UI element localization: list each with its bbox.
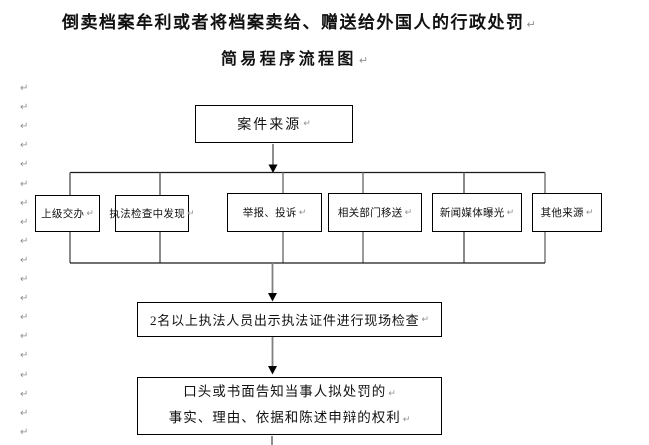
paragraph-mark: ↵	[20, 426, 29, 438]
paragraph-mark: ↵	[20, 140, 29, 152]
paragraph-mark: ↵	[20, 83, 29, 94]
paragraph-mark: ↵	[20, 331, 29, 343]
paragraph-mark: ↵	[526, 18, 536, 31]
source-label: 执法检查中发现	[109, 209, 186, 220]
paragraph-mark: ↵	[20, 293, 29, 305]
paragraph-mark: ↵	[20, 102, 29, 114]
source-label: 其他来源	[540, 208, 584, 219]
flow-box-source-other: 其他来源↵	[532, 193, 602, 232]
paragraph-mark: ↵	[20, 121, 29, 133]
paragraph-mark: ↵	[20, 388, 29, 400]
paragraph-mark: ↵	[303, 119, 311, 129]
paragraph-mark: ↵	[585, 207, 594, 218]
source-label: 举报、投诉	[242, 208, 297, 219]
paragraph-mark: ↵	[506, 207, 515, 218]
flow-box-source-superior-assignment: 上级交办↵	[35, 195, 100, 232]
arrowhead-to-inspection	[268, 293, 277, 302]
flow-box-source-report-complaint: 举报、投诉↵	[227, 193, 322, 232]
flow-box-source-media-exposure: 新闻媒体曝光↵	[432, 193, 522, 232]
paragraph-mark: ↵	[20, 178, 29, 190]
document-title-line2: 简易程序流程图↵	[221, 45, 368, 69]
paragraph-mark: ↵	[20, 407, 29, 419]
flow-box-source-department-transfer: 相关部门移送↵	[328, 193, 422, 232]
title-line2-text: 简易程序流程图	[221, 51, 357, 68]
flow-box-source-enforcement-inspection: 执法检查中发现↵	[109, 195, 195, 232]
case-source-label: 案件来源	[237, 118, 302, 133]
paragraph-mark: ↵	[20, 216, 29, 228]
paragraph-mark: ↵	[20, 369, 29, 381]
flow-box-notify-party: 口头或书面告知当事人拟处罚的↵ 事实、理由、依据和陈述申辩的权利↵	[137, 377, 442, 435]
paragraph-mark: ↵	[20, 197, 29, 209]
notification-line2: 事实、理由、依据和陈述申辩的权利↵	[168, 410, 411, 425]
arrowhead-to-notification	[268, 366, 277, 375]
paragraph-mark: ↵	[20, 159, 29, 171]
arrowhead-case-source	[268, 164, 278, 173]
paragraph-mark: ↵	[404, 207, 413, 218]
paragraph-mark: ↵	[187, 208, 195, 219]
paragraph-mark: ↵	[402, 415, 411, 425]
paragraph-mark: ↵	[20, 274, 29, 285]
flow-box-onsite-inspection: 2名以上执法人员出示执法证件进行现场检查↵	[137, 302, 442, 337]
source-label: 上级交办	[41, 209, 85, 220]
source-label: 相关部门移送	[337, 208, 403, 219]
paragraph-mark: ↵	[20, 254, 29, 266]
paragraph-mark: ↵	[421, 314, 430, 325]
paragraph-mark: ↵	[20, 350, 29, 362]
inspection-step-label: 2名以上执法人员出示执法证件进行现场检查	[149, 313, 420, 328]
source-label: 新闻媒体曝光	[439, 208, 505, 219]
paragraph-mark: ↵	[298, 207, 307, 218]
notification-line1: 口头或书面告知当事人拟处罚的↵	[183, 384, 396, 399]
paragraph-mark: ↵	[388, 389, 396, 399]
paragraph-mark: ↵	[20, 312, 29, 324]
document-title-line1: 倒卖档案牟利或者将档案卖给、赠送给外国人的行政处罚↵	[62, 8, 536, 33]
title-line1-text: 倒卖档案牟利或者将档案卖给、赠送给外国人的行政处罚	[62, 13, 525, 32]
paragraph-mark: ↵	[86, 208, 94, 219]
paragraph-mark: ↵	[358, 54, 369, 67]
flow-box-case-source: 案件来源↵	[195, 105, 353, 143]
paragraph-mark: ↵	[20, 235, 29, 247]
